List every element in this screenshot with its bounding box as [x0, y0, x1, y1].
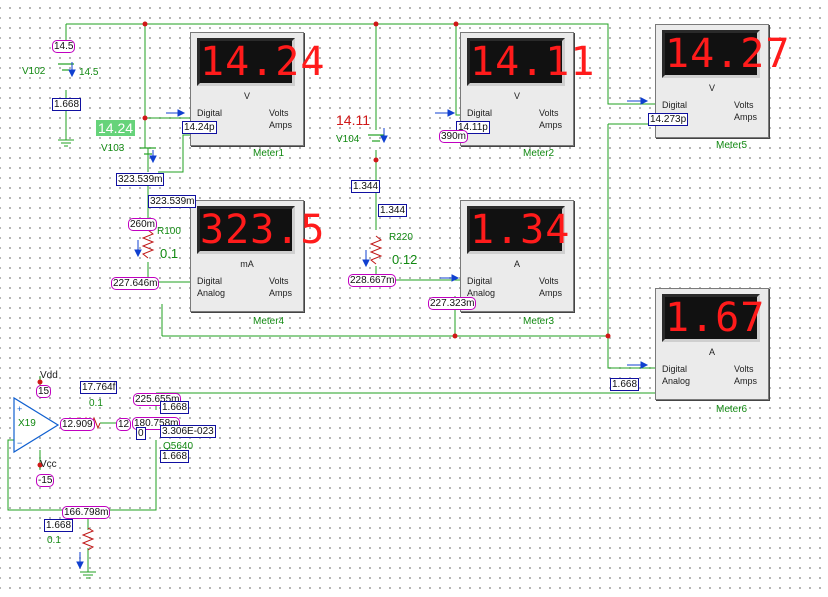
- probe-227323m[interactable]: 227.323m: [428, 297, 477, 310]
- meter6[interactable]: 1.67 A Digital Analog Volts Amps: [655, 288, 769, 400]
- probe-vcc[interactable]: -15: [36, 474, 55, 487]
- r100-value: 0.1: [160, 246, 179, 261]
- meter4-label: Meter4: [253, 316, 285, 327]
- probe-r100-current[interactable]: 323.539m: [148, 195, 197, 208]
- x19-label[interactable]: X19: [18, 418, 36, 429]
- svg-text:−: −: [17, 438, 22, 448]
- probe-390m[interactable]: 390m: [439, 130, 469, 143]
- vcc-label: Vcc: [40, 459, 57, 470]
- v102-value: 14.5: [79, 67, 99, 78]
- meter3[interactable]: 1.34 A Digital Analog Volts Amps: [460, 200, 574, 312]
- r220-value: 0.12: [392, 252, 418, 267]
- meter5-display: 14.27: [662, 30, 789, 78]
- v104-value: 14.11: [336, 112, 370, 128]
- meter4[interactable]: 323.5 mA Digital Analog Volts Amps: [190, 200, 324, 312]
- probe-12[interactable]: 12: [116, 418, 132, 431]
- meter3-label: Meter3: [523, 316, 555, 327]
- meter2-display: 14.11: [467, 38, 594, 86]
- meter6-label: Meter6: [716, 404, 748, 415]
- probe-r220-current[interactable]: 1.344: [378, 204, 408, 217]
- r220-label[interactable]: R220: [389, 232, 413, 243]
- probe-v102-top[interactable]: 14.5: [52, 40, 76, 53]
- transistor-label[interactable]: Q5640: [163, 441, 194, 452]
- probe-166798m[interactable]: 166.798m: [62, 506, 111, 519]
- probe-vdd[interactable]: 15: [36, 385, 52, 398]
- probe-228667m[interactable]: 228.667m: [348, 274, 397, 287]
- v104-label[interactable]: V104: [336, 134, 360, 145]
- probe-227646m[interactable]: 227.646m: [111, 277, 160, 290]
- meter5[interactable]: 14.27 V Digital Volts Amps: [655, 24, 789, 138]
- r100-label[interactable]: R100: [157, 226, 181, 237]
- probe-v102-bottom[interactable]: 1.668: [52, 98, 82, 111]
- meter1-display: 14.24: [197, 38, 324, 86]
- probe-q-1668-a[interactable]: 1.668: [160, 401, 190, 414]
- v103-label[interactable]: V103: [101, 143, 125, 154]
- svg-text:+: +: [17, 404, 22, 414]
- probe-bottom-1668[interactable]: 1.668: [44, 519, 74, 532]
- probe-q-1668-b[interactable]: 1.668: [160, 450, 190, 463]
- vdd-label: Vdd: [40, 370, 58, 381]
- meter3-display: 1.34: [467, 206, 569, 254]
- probe-meter6-input[interactable]: 1.668: [610, 378, 640, 391]
- meter5-label: Meter5: [716, 140, 748, 151]
- probe-meter5-input[interactable]: 14.273p: [648, 113, 689, 126]
- probe-v104-current[interactable]: 1.344: [351, 180, 381, 193]
- probe-opamp-output[interactable]: 12.909: [60, 418, 95, 431]
- meter1-label: Meter1: [253, 148, 285, 159]
- meter6-display: 1.67: [662, 294, 764, 342]
- bottom-resistor-value: 0.1: [47, 535, 61, 546]
- meter2-label: Meter2: [523, 148, 555, 159]
- probe-260m[interactable]: 260m: [128, 218, 158, 231]
- v102-label[interactable]: V102: [22, 66, 46, 77]
- probe-v103-current[interactable]: 323.539m: [116, 173, 165, 186]
- feedback-resistor-value: 0.1: [89, 398, 103, 409]
- probe-zero[interactable]: 0: [136, 427, 146, 440]
- probe-17764f[interactable]: 17.764f: [80, 381, 118, 394]
- probe-meter1-input[interactable]: 14.24p: [182, 121, 217, 134]
- meter4-display: 323.5: [197, 206, 324, 254]
- v103-value: 14.24: [96, 120, 136, 136]
- probe-3306e-023[interactable]: 3.306E-023: [160, 425, 216, 438]
